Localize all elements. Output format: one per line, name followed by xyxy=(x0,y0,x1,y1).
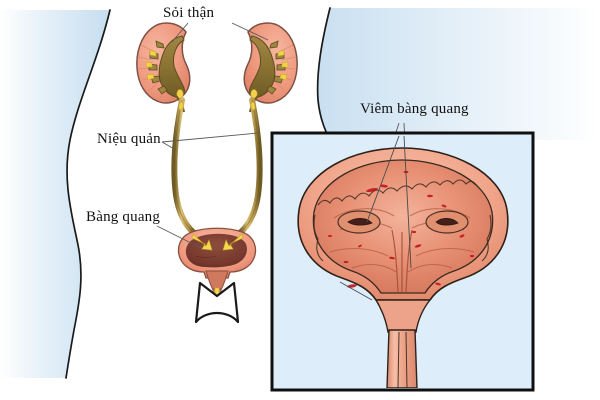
right-ureter xyxy=(237,97,263,236)
label-ureter: Niệu quản xyxy=(97,131,161,147)
left-kidney xyxy=(136,22,191,113)
ureteral-orifice xyxy=(337,210,469,234)
body-silhouette-right xyxy=(316,7,600,141)
inflamed-mucosa xyxy=(312,159,494,294)
inset-frame-outline xyxy=(270,131,535,392)
urethra xyxy=(386,329,418,388)
inset-leader-lines xyxy=(339,135,412,301)
body-silhouette-left xyxy=(0,9,111,379)
left-ureter xyxy=(171,97,197,236)
mucosal-scallop-edge xyxy=(313,179,492,262)
right-kidney xyxy=(243,22,298,113)
label-kidney-stones: Sỏi thận xyxy=(163,5,215,21)
bladder-neck xyxy=(374,299,432,333)
label-bladder: Bàng quang xyxy=(86,209,161,225)
trigone-ridge xyxy=(391,229,413,293)
zoom-indicator-chevron xyxy=(194,281,240,324)
kidney-stone-marker xyxy=(250,49,289,99)
label-cystitis: Viêm bàng quang xyxy=(360,101,469,117)
